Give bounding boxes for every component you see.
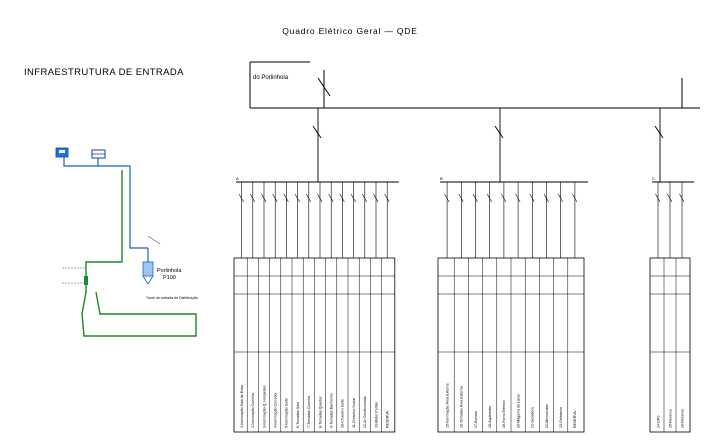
circuit-breaker-symbol [283,193,289,203]
circuit-description: 26-Reserva [680,409,684,428]
circuit-breaker-symbol [472,193,478,203]
circuit-breaker-symbol [384,193,390,203]
circuit-breaker-symbol [572,193,578,203]
circuit-breaker-symbol [667,193,673,203]
circuit-description: 19-Forno Elétrico [502,400,506,428]
panel-breaker-symbol [654,125,664,139]
circuit-breaker-symbol [679,193,685,203]
panel-table [649,257,691,433]
circuit-breaker-symbol [373,193,379,203]
circuit-breaker-symbol [317,193,323,203]
circuit-breaker-symbol [458,193,464,203]
panels-group: A 1-Iluminação Sala de Estar 2-Iluminação … [233,108,694,433]
circuit-description: 3-Iluminação Q. Hóspedes [262,385,266,428]
circuit-description: 15-Iluminação Área Externa [445,383,449,428]
circuit-description: 7-Tomadas Cozinha [307,396,311,428]
circuit-breaker-symbol [328,193,334,203]
circuit-description: 11-Chuveiro Social [352,398,356,428]
pole-icon [91,149,106,159]
panel-a: A 1-Iluminação Sala de Estar 2-Iluminação … [233,108,399,433]
diagram-title: Quadro Elétrico Geral — QDE [282,26,417,36]
feeder-from-label: do Porlinhola [253,75,289,81]
circuit-description: 4-Iluminação Corredor [274,391,278,428]
service-drop-cable [63,156,148,249]
circuit-breaker-symbol [272,193,278,203]
circuit-breaker-symbol [486,193,492,203]
circuit-breaker-symbol [557,193,563,203]
circuit-description: 21-Secadora [531,407,535,428]
circuit-description: 12-Ar Condicionado [363,396,367,428]
circuit-description: 16-Tomadas Área Externa [460,386,464,428]
circuit-description: 25-Reserva [668,409,672,428]
circuit-description: 1-Iluminação Sala de Estar [240,384,244,428]
circuit-description: 5-Iluminação Suíte [285,398,289,428]
circuit-breaker-symbol [655,193,661,203]
circuit-description: 20-Máquina de Lavar [516,393,520,428]
ground-loop [81,291,197,337]
circuit-breaker-symbol [294,193,300,203]
circuit-description: 6-Tomadas Sala [296,402,300,428]
circuit-description: 23-Geladeira [559,407,563,428]
circuit-description: RESERVA [386,411,390,428]
circuit-breaker-symbol [501,193,507,203]
main-feeder [249,61,700,109]
circuit-breaker-symbol [250,193,256,203]
panel-id-label: A [236,176,239,181]
circuit-description: 9-Tomadas Banheiros [330,393,334,428]
conduit-line [85,170,123,292]
panel-c: C 24-DPS 25-Reserva 26-Reserva [649,108,694,433]
panel-b: B 15-Iluminação Área Externa 16-Tomadas Ár… [437,108,588,433]
panel-id-label: B [440,176,443,181]
circuit-breaker-symbol [529,193,535,203]
circuit-description: 24-DPS [656,415,660,428]
circuit-description: 22-Microondas [545,404,549,428]
circuit-breaker-symbol [444,193,450,203]
circuit-description: 17-Bomba [474,411,478,428]
entry-infrastructure [62,156,197,337]
circuit-description: 8-Tomadas Quartos [318,396,322,428]
circuit-description: 2-Iluminação Cozinha [251,393,255,428]
circuit-description: 18-Aquecedor [488,405,492,428]
circuit-breaker-symbol [339,193,345,203]
circuit-breaker-symbol [306,193,312,203]
panel-id-label: C [652,176,655,181]
circuit-breaker-symbol [350,193,356,203]
panel-breaker-symbol [494,125,504,139]
circuit-breaker-symbol [543,193,549,203]
entry-point-icon [84,276,88,285]
circuit-breaker-symbol [362,193,368,203]
circuit-breaker-symbol [515,193,521,203]
circuit-description: 10-Chuveiro Suíte [341,399,345,428]
circuit-description: 13-Motor Portão [374,402,378,428]
circuit-breaker-symbol [238,193,244,203]
circuit-description: RESERVA [573,411,577,428]
meter-label-line2: P100 [163,275,176,281]
panel-breaker-symbol [312,125,322,139]
tunnel-label: Túnel de entrada de Distribuição [146,296,198,300]
transformer-icon [55,147,69,158]
meter-label-line1: Porlinhola [157,268,182,274]
circuit-breaker-symbol [261,193,267,203]
section-title: INFRAESTRUTURA DE ENTRADA [24,67,184,78]
meter-icon [142,261,154,285]
